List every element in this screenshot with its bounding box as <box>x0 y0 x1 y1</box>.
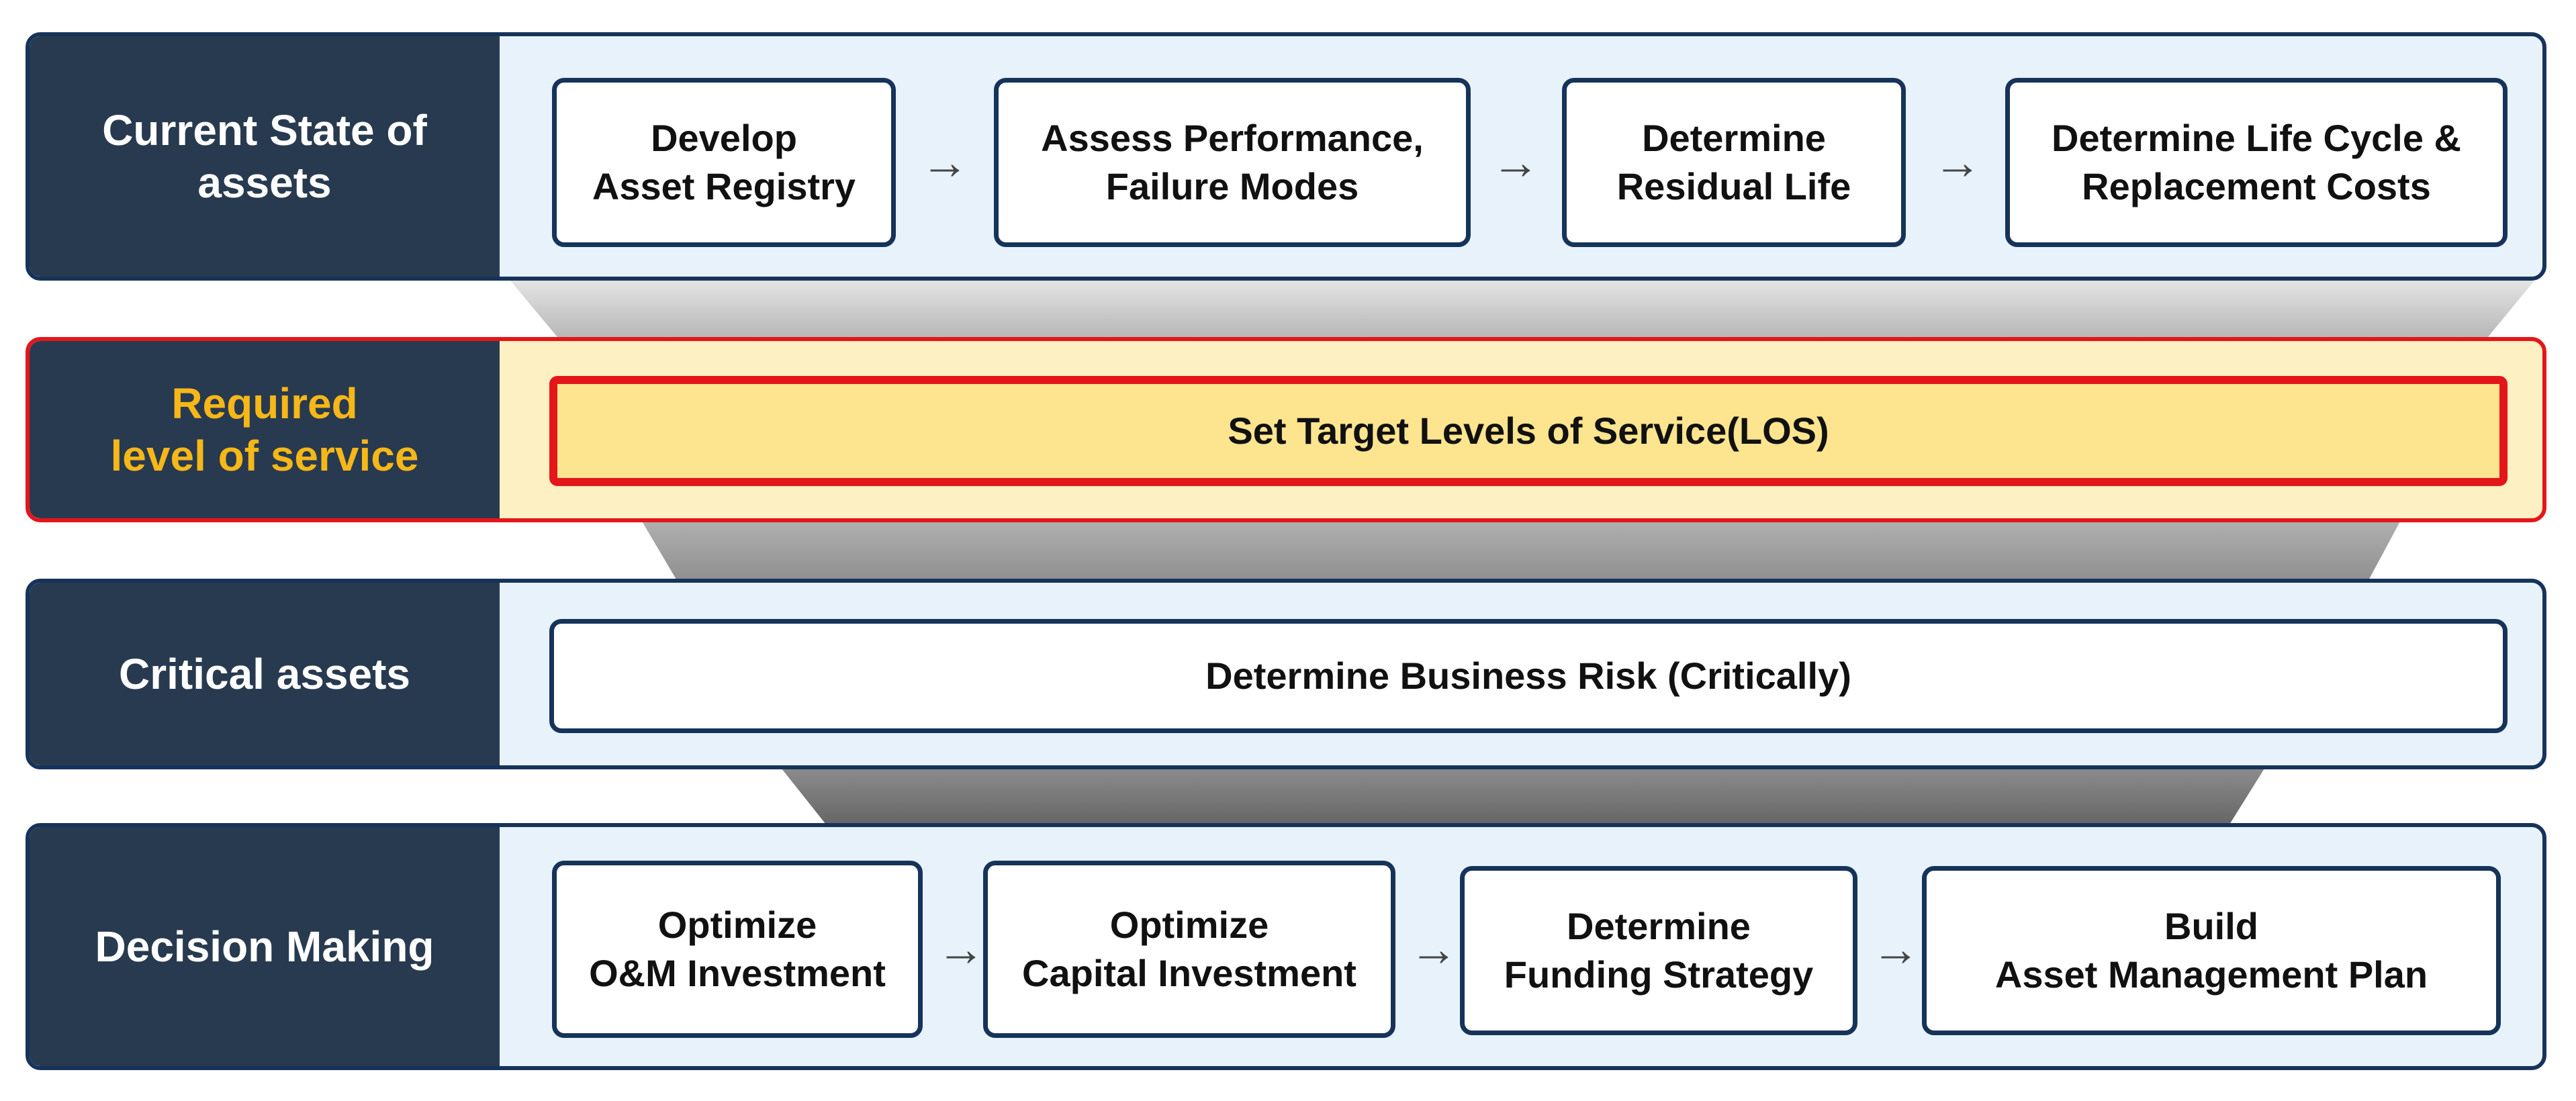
arrow-right-icon: → <box>921 136 969 189</box>
step-set-target-los: Set Target Levels of Service(LOS) <box>549 376 2508 486</box>
funnel-segment-3 <box>779 765 2266 824</box>
funnel-segment-1 <box>510 281 2534 341</box>
step-develop-asset-registry: Develop Asset Registry <box>552 78 896 247</box>
step-optimize-capital-investment: Optimize Capital Investment <box>983 861 1395 1038</box>
step-optimize-om-investment: Optimize O&M Investment <box>552 861 923 1038</box>
funnel-segment-2 <box>641 520 2401 583</box>
arrow-right-icon: → <box>1410 922 1458 976</box>
row-label-current-state: Current State of assets <box>30 36 500 277</box>
step-determine-residual-life: Determine Residual Life <box>1562 78 1906 247</box>
step-determine-funding-strategy: Determine Funding Strategy <box>1460 866 1857 1035</box>
row-decision-making: Decision Making Optimize O&M Investment … <box>26 823 2546 1070</box>
row-label-decision-making: Decision Making <box>30 827 500 1066</box>
row-required-level-of-service: Required level of service Set Target Lev… <box>26 337 2546 522</box>
step-determine-business-risk: Determine Business Risk (Critically) <box>549 619 2508 733</box>
step-build-asset-management-plan: Build Asset Management Plan <box>1922 866 2501 1035</box>
row-current-state: Current State of assets Develop Asset Re… <box>26 32 2546 281</box>
arrow-right-icon: → <box>1491 136 1540 189</box>
row-label-critical-assets: Critical assets <box>30 583 500 765</box>
step-assess-performance: Assess Performance, Failure Modes <box>994 78 1471 247</box>
arrow-right-icon: → <box>1872 922 1920 976</box>
row-label-required-level-of-service: Required level of service <box>30 341 500 518</box>
arrow-right-icon: → <box>937 922 985 976</box>
row-critical-assets: Critical assets Determine Business Risk … <box>26 579 2546 769</box>
step-determine-life-cycle-costs: Determine Life Cycle & Replacement Costs <box>2005 78 2508 247</box>
arrow-right-icon: → <box>1933 136 1982 189</box>
